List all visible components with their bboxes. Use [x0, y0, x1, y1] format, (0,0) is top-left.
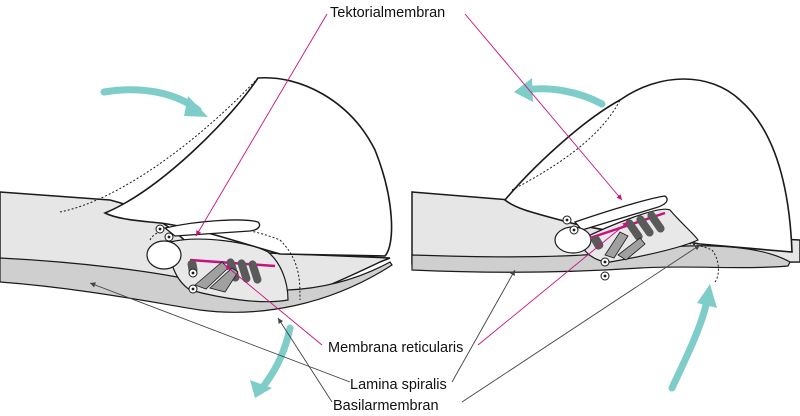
pivot-points-left	[155, 224, 198, 294]
motion-arrow-bottom-left-head	[250, 380, 272, 398]
inner-sulcus-left	[146, 240, 182, 270]
motion-arrow-top-right-head	[514, 78, 533, 102]
tectorial-resting-outline-left	[59, 77, 259, 213]
motion-arrow-bottom-right	[668, 301, 710, 392]
motion-arrow-bottom-right-head	[697, 284, 717, 308]
pillar-cells-right	[604, 231, 646, 261]
tectorial-membrane-left	[103, 77, 393, 257]
label-lamina-spiralis: Lamina spiralis	[350, 377, 447, 393]
tectorial-flap-right	[573, 195, 668, 231]
left-panel	[0, 77, 393, 398]
label-tectorial-membrane: Tektorialmembran	[330, 5, 445, 21]
label-reticular-membrane: Membrana reticularis	[328, 340, 463, 356]
motion-arrow-top-right	[521, 85, 606, 108]
motion-arrow-top-left-head	[184, 96, 208, 117]
right-panel	[411, 78, 800, 392]
label-basilar-membrane: Basilarmembran	[333, 398, 439, 414]
hair-cells-right	[591, 211, 665, 250]
motion-arrow-top-left	[100, 86, 202, 114]
tectorial-flap-left	[163, 219, 261, 237]
leader-lines	[89, 13, 701, 403]
pivot-points-right	[562, 215, 610, 281]
